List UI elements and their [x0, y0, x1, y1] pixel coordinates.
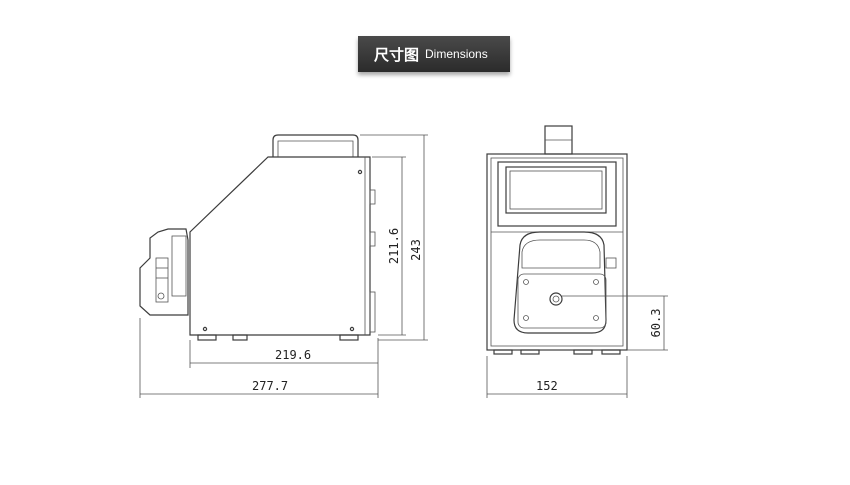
side-foot-2	[232, 334, 248, 341]
front-pump-screw-1	[523, 315, 529, 321]
side-screw-2	[349, 326, 355, 332]
side-pump-body	[171, 235, 187, 297]
front-pump-screw-2	[593, 315, 599, 321]
title-chinese: 尺寸图	[374, 45, 420, 64]
title-banner: 尺寸图 Dimensions	[358, 36, 510, 72]
front-foot-2	[520, 349, 540, 355]
side-foot-1	[197, 334, 217, 341]
front-pump-head	[513, 231, 607, 334]
side-rear-feature-1	[369, 189, 376, 205]
front-display-bezel	[505, 166, 607, 214]
front-pump-base	[517, 273, 607, 329]
dim-label-body-width: 219.6	[275, 348, 311, 362]
front-foot-4	[601, 349, 621, 355]
front-pump-rotor-center	[552, 295, 560, 303]
front-pump-screw-3	[523, 279, 529, 285]
side-view-dimensions: 219.6 277.7 211.6 243	[139, 134, 428, 398]
side-handle	[272, 134, 359, 157]
front-body	[486, 153, 628, 351]
front-pump-screw-4	[593, 279, 599, 285]
front-foot-1	[493, 349, 513, 355]
side-screw-3	[202, 326, 208, 332]
side-screw-1	[357, 169, 363, 175]
side-body	[189, 156, 371, 336]
dim-label-front-width: 152	[536, 379, 558, 393]
dim-label-pump-height: 60.3	[649, 309, 663, 338]
side-handle-inner	[277, 140, 354, 157]
side-rear-feature-3	[369, 291, 376, 333]
front-view-dimensions: 152 60.3	[486, 295, 668, 398]
front-body-inner	[490, 157, 624, 347]
front-foot-3	[573, 349, 593, 355]
dim-label-total-width: 277.7	[252, 379, 288, 393]
side-pump-head	[139, 228, 189, 316]
side-pump-lever	[155, 257, 169, 303]
side-foot-3	[339, 334, 359, 341]
side-pump-knob	[157, 292, 165, 300]
title-english: Dimensions	[425, 47, 488, 61]
front-upper-panel	[497, 161, 617, 227]
front-pump-cover	[521, 239, 601, 269]
side-view	[139, 134, 376, 341]
dim-label-total-height: 243	[409, 239, 423, 261]
dim-label-body-height: 211.6	[387, 228, 401, 264]
side-rear-feature-2	[369, 231, 376, 247]
front-display-screen	[509, 170, 603, 210]
front-side-knob	[605, 257, 617, 269]
front-pump-rotor	[549, 292, 563, 306]
front-view	[486, 125, 628, 355]
